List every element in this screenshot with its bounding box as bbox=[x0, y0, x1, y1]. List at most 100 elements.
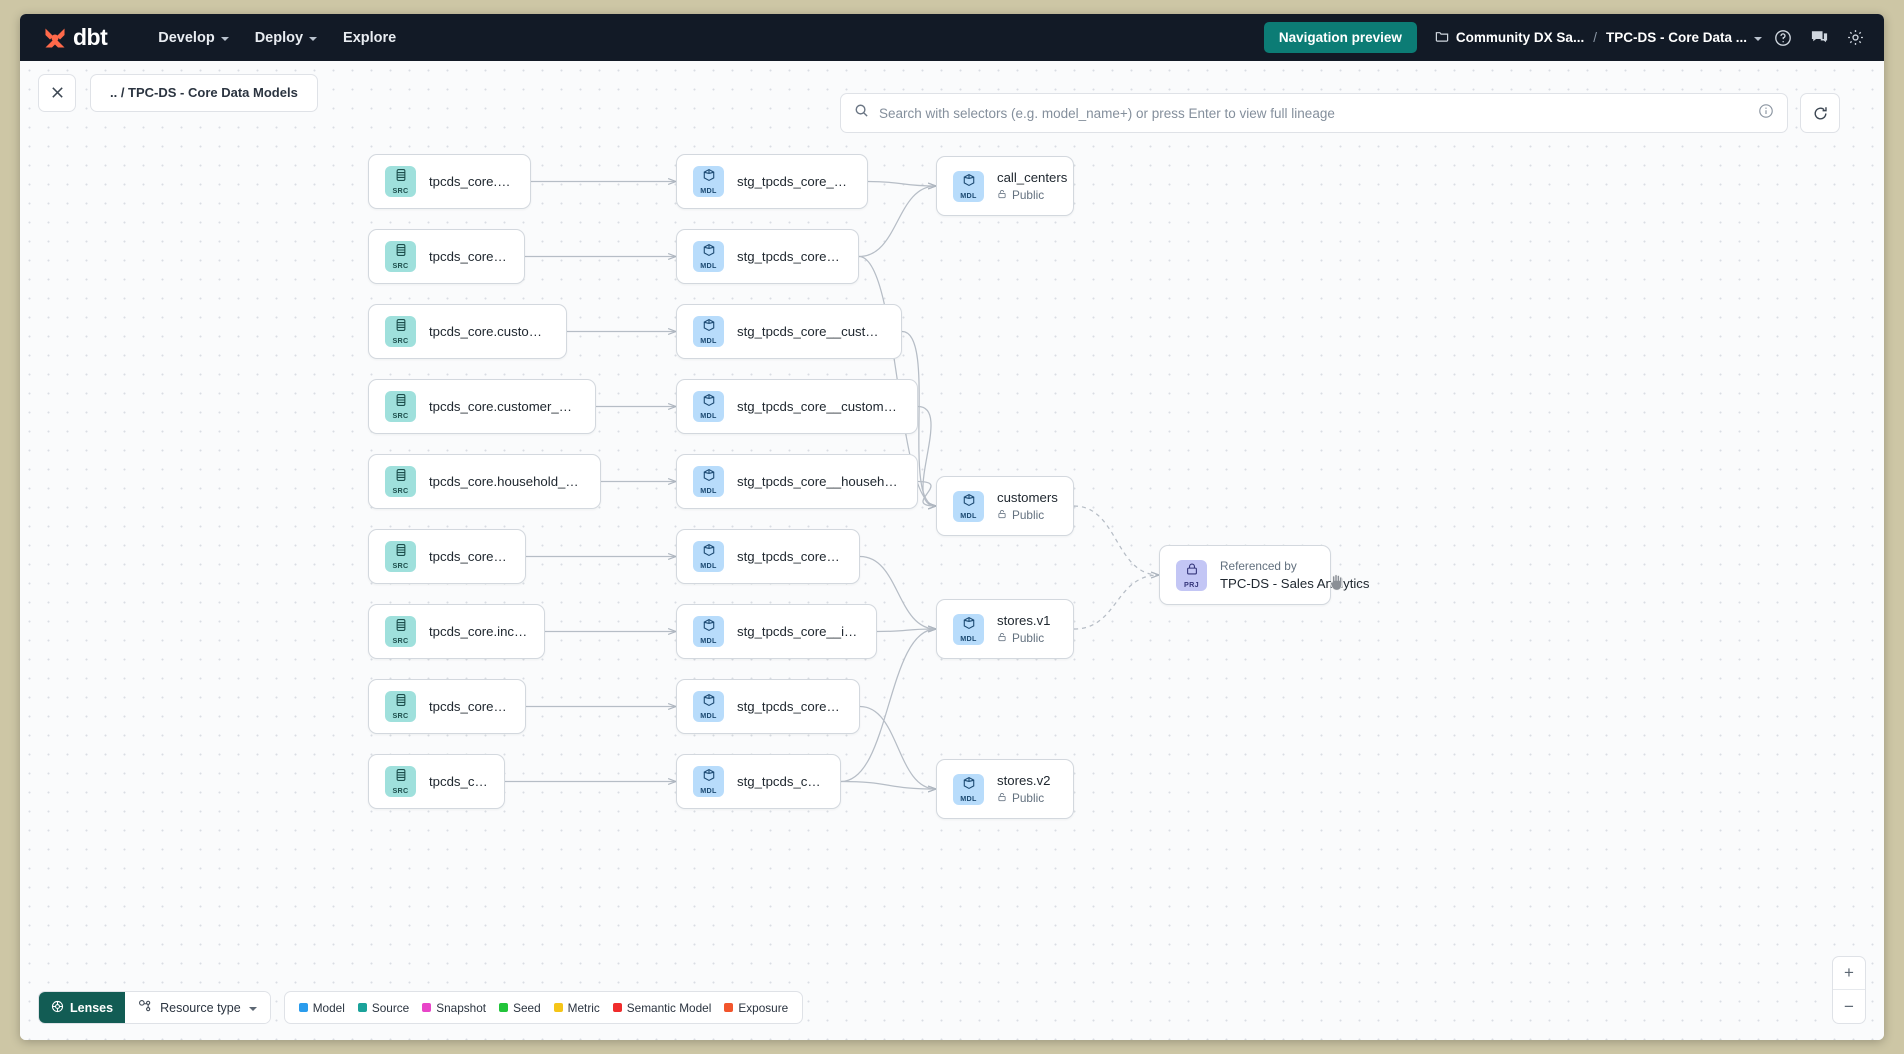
gear-icon[interactable] bbox=[1840, 23, 1870, 53]
lineage-node-mdl-inventory[interactable]: MDL stg_tpcds_core__inventory bbox=[676, 679, 860, 734]
nav-item-explore[interactable]: Explore bbox=[330, 22, 409, 54]
legend-item-model[interactable]: Model bbox=[298, 1001, 345, 1015]
resource-type-dropdown[interactable]: Resource type bbox=[125, 992, 270, 1023]
node-type-tag: SRC bbox=[392, 261, 409, 271]
node-label: stg_tpcds_core__customer_address bbox=[737, 324, 885, 339]
legend-item-semantic-model[interactable]: Semantic Model bbox=[612, 1000, 712, 1015]
node-type-icon-src: SRC bbox=[385, 691, 416, 722]
lenses-button[interactable]: Lenses bbox=[39, 992, 126, 1023]
legend-label: Semantic Model bbox=[626, 1000, 712, 1015]
dbt-logo[interactable]: dbt bbox=[42, 24, 108, 51]
info-icon[interactable] bbox=[1758, 103, 1774, 124]
cube-icon bbox=[702, 693, 716, 711]
node-label: stores.v1 bbox=[997, 613, 1051, 628]
node-type-tag: MDL bbox=[700, 261, 717, 271]
nav-item-develop[interactable]: Develop bbox=[145, 22, 241, 54]
zoom-in-button[interactable]: + bbox=[1833, 957, 1865, 990]
folder-icon bbox=[1435, 29, 1449, 46]
lineage-node-mdl-call-center[interactable]: MDL stg_tpcds_core__call_center bbox=[676, 154, 868, 209]
breadcrumb-project[interactable]: TPC-DS - Core Data ... bbox=[1606, 30, 1762, 45]
search-input[interactable] bbox=[879, 105, 1748, 121]
search-box[interactable] bbox=[840, 93, 1788, 133]
node-type-icon-src: SRC bbox=[385, 316, 416, 347]
legend-item-seed[interactable]: Seed bbox=[499, 1001, 541, 1015]
node-type-icon-mdl: MDL bbox=[693, 166, 724, 197]
lenses-label: Lenses bbox=[70, 1000, 114, 1015]
node-type-tag: MDL bbox=[700, 411, 717, 421]
legend-item-source[interactable]: Source bbox=[357, 1001, 409, 1015]
nav-item-deploy[interactable]: Deploy bbox=[242, 22, 330, 54]
feedback-icon[interactable] bbox=[1804, 23, 1834, 53]
lineage-node-src-cust-addr[interactable]: SRC tpcds_core.customer_address bbox=[368, 304, 567, 359]
app-window: dbt Develop Deploy Explore Navigation pr… bbox=[20, 14, 1884, 1040]
node-type-tag: MDL bbox=[960, 793, 977, 803]
navigation-preview-button[interactable]: Navigation preview bbox=[1263, 22, 1417, 53]
node-type-tag: MDL bbox=[700, 711, 717, 721]
node-type-tag: MDL bbox=[960, 190, 977, 200]
node-label: stg_tpcds_core__date_dim bbox=[737, 549, 843, 564]
lineage-node-mdl-cust-demo[interactable]: MDLstg_tpcds_core__customer_demogra... bbox=[676, 379, 918, 434]
node-type-tag: SRC bbox=[392, 711, 409, 721]
zoom-out-button[interactable]: − bbox=[1844, 996, 1854, 1016]
cube-icon bbox=[702, 393, 716, 411]
nav-label-develop: Develop bbox=[158, 29, 215, 46]
node-type-tag: MDL bbox=[700, 186, 717, 196]
legend-label: Exposure bbox=[738, 1000, 789, 1015]
breadcrumb-separator: / bbox=[1593, 30, 1597, 45]
lineage-edge bbox=[858, 186, 936, 258]
lineage-edge bbox=[917, 405, 936, 507]
node-label: stg_tpcds_core__inventory bbox=[737, 699, 843, 714]
cube-icon bbox=[962, 173, 976, 191]
lock-icon bbox=[997, 631, 1007, 645]
legend-item-snapshot[interactable]: Snapshot bbox=[422, 1001, 486, 1015]
refresh-button[interactable] bbox=[1800, 93, 1840, 133]
node-type-icon-mdl: MDL bbox=[693, 616, 724, 647]
node-type-tag: SRC bbox=[392, 786, 409, 796]
cube-icon bbox=[702, 543, 716, 561]
project-breadcrumb-pill[interactable]: .. / TPC-DS - Core Data Models bbox=[90, 73, 318, 112]
node-type-icon-mdl: MDL bbox=[693, 766, 724, 797]
cube-icon bbox=[962, 493, 976, 511]
legend-item-exposure[interactable]: Exposure bbox=[724, 1001, 788, 1015]
node-label: stg_tpcds_core__household_demogr... bbox=[737, 474, 901, 489]
help-circle-icon[interactable] bbox=[1768, 23, 1798, 53]
node-type-icon-mdl: MDL bbox=[953, 613, 984, 645]
lens-controls: Lenses Resource type bbox=[38, 991, 271, 1024]
breadcrumb-account[interactable]: Community DX Sa... bbox=[1435, 29, 1584, 46]
lens-icon bbox=[51, 1000, 64, 1016]
dbt-logo-icon bbox=[42, 25, 68, 51]
legend-item-metric[interactable]: Metric bbox=[553, 1001, 600, 1015]
lineage-edge bbox=[1073, 575, 1159, 630]
database-icon bbox=[394, 243, 408, 261]
node-label: tpcds_core.customer_address bbox=[429, 324, 550, 339]
database-icon bbox=[394, 693, 408, 711]
node-label: stg_tpcds_core__call_center bbox=[737, 174, 851, 189]
legend-label: Seed bbox=[513, 1000, 541, 1015]
lineage-edge bbox=[867, 180, 936, 187]
node-type-icon-prj: PRJ bbox=[1176, 559, 1207, 591]
lineage-node-mdl-hh-demo[interactable]: MDLstg_tpcds_core__household_demogr... bbox=[676, 454, 918, 509]
node-type-tag: SRC bbox=[392, 486, 409, 496]
close-lineage-button[interactable] bbox=[38, 73, 76, 112]
zoom-controls: + − bbox=[1832, 956, 1866, 1024]
database-icon bbox=[394, 768, 408, 786]
lineage-canvas[interactable]: SRCtpcds_core.call_centerSRCtpcds_core.c… bbox=[20, 61, 1884, 1040]
